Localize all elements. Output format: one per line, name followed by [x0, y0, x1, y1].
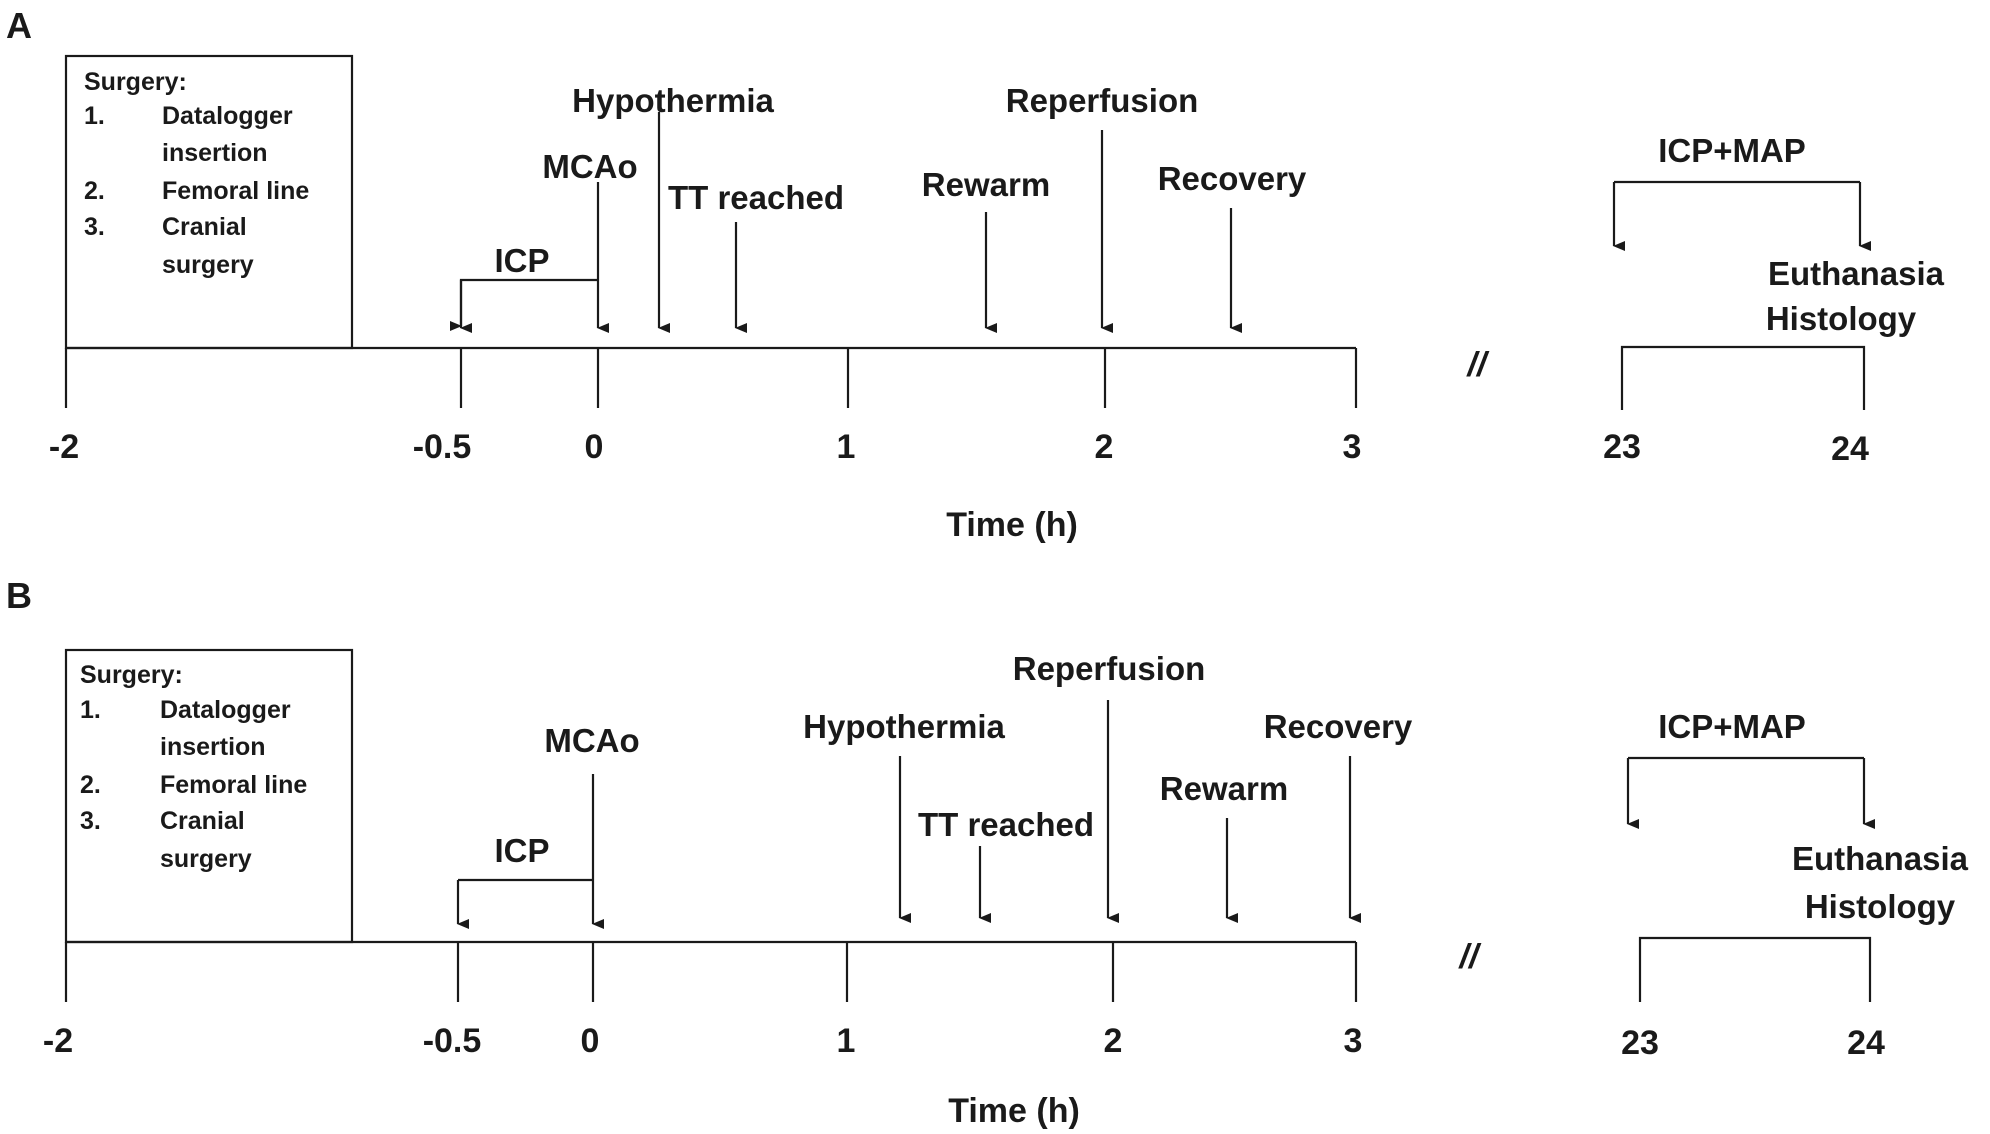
- surgery-item-number: 2.: [84, 177, 105, 205]
- icp-label: ICP: [494, 832, 549, 869]
- surgery-item-text: Femoral line: [160, 771, 307, 799]
- surgery-box: [64, 648, 354, 944]
- surgery-item-number: 2.: [80, 771, 101, 799]
- surgery-title: Surgery:: [84, 68, 187, 96]
- surgery-item-number: 1.: [84, 102, 105, 130]
- surgery-title: Surgery:: [80, 661, 183, 689]
- surgery-box: [64, 54, 354, 350]
- tick-label: 3: [1343, 428, 1362, 466]
- event-label-tt-reached: TT reached: [668, 179, 844, 216]
- tick-label: 2: [1095, 428, 1114, 466]
- axis-label: Time (h): [948, 1092, 1080, 1130]
- surgery-item-text: Datalogger: [162, 102, 293, 130]
- tick-label: -0.5: [413, 428, 472, 466]
- surgery-item-number: 3.: [80, 807, 101, 835]
- late-timeline-segment: [1620, 345, 1866, 410]
- tick-label: 24: [1831, 430, 1869, 468]
- surgery-item-text: surgery: [162, 251, 254, 279]
- tick-label: -2: [43, 1022, 73, 1060]
- panel-b: B Surgery: 1. Datalogger insertion 2. Fe…: [6, 575, 1969, 1130]
- tick-label: 0: [581, 1022, 600, 1060]
- event-label-reperfusion: Reperfusion: [1013, 650, 1206, 687]
- axis-break-mark: //: [1458, 938, 1482, 976]
- panel-a: A Surgery: 1. Datalogger insertion 2. Fe…: [6, 5, 1945, 544]
- tick-label: 0: [585, 428, 604, 466]
- tick-label: 3: [1344, 1022, 1363, 1060]
- tick-label: 23: [1621, 1024, 1659, 1062]
- surgery-item-text: surgery: [160, 845, 252, 873]
- surgery-item-number: 1.: [80, 696, 101, 724]
- surgery-item-text: Cranial: [160, 807, 245, 835]
- euthanasia-label: Euthanasia: [1792, 840, 1969, 877]
- surgery-item-number: 3.: [84, 213, 105, 241]
- panel-label: B: [6, 575, 32, 616]
- late-timeline-segment: [1638, 936, 1872, 1002]
- surgery-item-text: insertion: [160, 733, 266, 761]
- event-label-rewarm: Rewarm: [1160, 770, 1288, 807]
- icp-map-label: ICP+MAP: [1658, 708, 1806, 745]
- panel-label: A: [6, 5, 32, 46]
- tick-label: 23: [1603, 428, 1641, 466]
- axis-break-mark: //: [1466, 346, 1490, 384]
- tick-label: 24: [1847, 1024, 1885, 1062]
- icp-map-label: ICP+MAP: [1658, 132, 1806, 169]
- event-label-recovery: Recovery: [1264, 708, 1413, 745]
- tick-label: 1: [837, 428, 856, 466]
- event-label-hypothermia: Hypothermia: [572, 82, 774, 119]
- event-label-hypothermia: Hypothermia: [803, 708, 1005, 745]
- surgery-item-text: Cranial: [162, 213, 247, 241]
- surgery-item-text: insertion: [162, 139, 268, 167]
- event-label-recovery: Recovery: [1158, 160, 1307, 197]
- tick-label: -0.5: [423, 1022, 482, 1060]
- histology-label: Histology: [1805, 888, 1956, 925]
- tick-label: -2: [49, 428, 79, 466]
- event-label-mcao: MCAo: [544, 722, 639, 759]
- axis-label: Time (h): [946, 506, 1078, 544]
- euthanasia-label: Euthanasia: [1768, 255, 1945, 292]
- event-label-rewarm: Rewarm: [922, 166, 1050, 203]
- event-label-tt-reached: TT reached: [918, 806, 1094, 843]
- tick-label: 1: [837, 1022, 856, 1060]
- icp-bracket: [450, 278, 598, 331]
- surgery-item-text: Femoral line: [162, 177, 309, 205]
- surgery-item-text: Datalogger: [160, 696, 291, 724]
- histology-label: Histology: [1766, 300, 1917, 337]
- icp-label: ICP: [494, 242, 549, 279]
- event-label-reperfusion: Reperfusion: [1006, 82, 1199, 119]
- tick-label: 2: [1104, 1022, 1123, 1060]
- event-label-mcao: MCAo: [542, 148, 637, 185]
